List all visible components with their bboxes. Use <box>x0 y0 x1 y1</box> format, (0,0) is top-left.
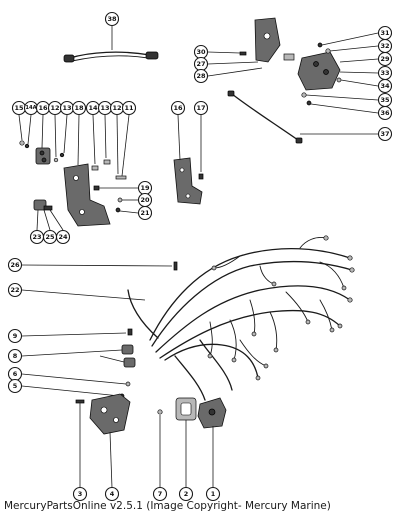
svg-text:30: 30 <box>196 48 206 56</box>
svg-text:12: 12 <box>50 104 59 112</box>
callout-1: 1 <box>205 486 221 502</box>
svg-text:35: 35 <box>380 96 390 104</box>
solenoid-bracket-part <box>254 17 281 63</box>
svg-text:13: 13 <box>100 104 109 112</box>
callout-28: 28 <box>193 68 209 84</box>
svg-text:27: 27 <box>196 60 205 68</box>
svg-text:24: 24 <box>58 233 68 241</box>
svg-text:4: 4 <box>110 490 115 498</box>
small-hardware-parts <box>19 140 127 213</box>
callout-16-right: 16 <box>170 100 186 116</box>
svg-text:2: 2 <box>184 490 189 498</box>
callout-14a: 14A <box>23 100 39 116</box>
callout-16-left: 16 <box>35 100 51 116</box>
svg-text:37: 37 <box>380 130 389 138</box>
callout-6: 6 <box>7 366 23 382</box>
svg-text:16: 16 <box>38 104 48 112</box>
callout-5: 5 <box>7 378 23 394</box>
callout-8: 8 <box>7 348 23 364</box>
callout-9: 9 <box>7 328 23 344</box>
solenoid-part <box>297 51 341 91</box>
callout-18: 18 <box>71 100 87 116</box>
svg-text:25: 25 <box>45 233 55 241</box>
svg-text:33: 33 <box>380 69 389 77</box>
rectifier-bracket-part <box>63 163 111 227</box>
callout-2: 2 <box>178 486 194 502</box>
battery-cable-part <box>63 51 159 63</box>
plug-connector-part <box>197 397 227 429</box>
svg-text:6: 6 <box>13 370 18 378</box>
fuse-holder-part <box>33 199 53 211</box>
svg-text:26: 26 <box>10 261 20 269</box>
callout-13-right: 13 <box>97 100 113 116</box>
mounting-bracket-part <box>173 157 204 205</box>
svg-text:20: 20 <box>140 196 150 204</box>
callout-19: 19 <box>137 180 153 196</box>
callout-23: 23 <box>29 229 45 245</box>
svg-text:12: 12 <box>112 104 121 112</box>
svg-text:7: 7 <box>158 490 163 498</box>
callout-34: 34 <box>377 78 393 94</box>
callout-33: 33 <box>377 65 393 81</box>
svg-text:3: 3 <box>78 490 83 498</box>
callout-32: 32 <box>377 38 393 54</box>
callout-36: 36 <box>377 105 393 121</box>
svg-text:18: 18 <box>74 104 84 112</box>
terminal-block-part <box>35 147 51 165</box>
svg-text:31: 31 <box>380 29 390 37</box>
svg-text:23: 23 <box>32 233 41 241</box>
callout-20: 20 <box>137 192 153 208</box>
callout-30: 30 <box>193 44 209 60</box>
svg-text:21: 21 <box>140 209 150 217</box>
callout-24: 24 <box>55 229 71 245</box>
svg-text:9: 9 <box>13 332 18 340</box>
callout-31: 31 <box>377 25 393 41</box>
svg-text:13: 13 <box>62 104 71 112</box>
svg-text:16: 16 <box>173 104 183 112</box>
callout-7: 7 <box>152 486 168 502</box>
svg-text:8: 8 <box>13 352 18 360</box>
svg-text:5: 5 <box>13 382 18 390</box>
svg-text:28: 28 <box>196 72 206 80</box>
svg-text:32: 32 <box>380 42 389 50</box>
svg-text:1: 1 <box>211 490 216 498</box>
callout-12b: 12 <box>109 100 125 116</box>
svg-text:38: 38 <box>107 15 117 23</box>
svg-text:14: 14 <box>88 104 98 112</box>
wiring-harness-part <box>127 235 355 401</box>
copyright-caption: MercuryPartsOnline v2.5.1 (Image Copyrig… <box>4 500 331 512</box>
harness-bracket-part <box>89 393 131 435</box>
svg-text:36: 36 <box>380 109 390 117</box>
callout-21: 21 <box>137 205 153 221</box>
svg-text:29: 29 <box>380 55 390 63</box>
callout-15: 15 <box>11 100 27 116</box>
callout-17: 17 <box>193 100 209 116</box>
small-clip-parts <box>75 328 136 404</box>
svg-text:19: 19 <box>140 184 150 192</box>
callout-13-left: 13 <box>59 100 75 116</box>
svg-text:22: 22 <box>10 286 19 294</box>
svg-text:14A: 14A <box>25 105 36 111</box>
ground-cable-part <box>227 90 303 144</box>
svg-text:17: 17 <box>196 104 205 112</box>
callout-29: 29 <box>377 51 393 67</box>
callout-37: 37 <box>377 126 393 142</box>
callout-4: 4 <box>104 486 120 502</box>
svg-text:15: 15 <box>14 104 24 112</box>
callout-11: 11 <box>121 100 137 116</box>
svg-text:11: 11 <box>124 104 134 112</box>
callout-14: 14 <box>85 100 101 116</box>
callout-26: 26 <box>7 257 23 273</box>
callout-25: 25 <box>42 229 58 245</box>
callout-12: 12 <box>47 100 63 116</box>
callout-22: 22 <box>7 282 23 298</box>
callout-3: 3 <box>72 486 88 502</box>
svg-text:34: 34 <box>380 82 390 90</box>
callout-38: 38 <box>104 11 120 27</box>
grommet-part <box>175 397 197 421</box>
callout-35: 35 <box>377 92 393 108</box>
callout-27: 27 <box>193 56 209 72</box>
